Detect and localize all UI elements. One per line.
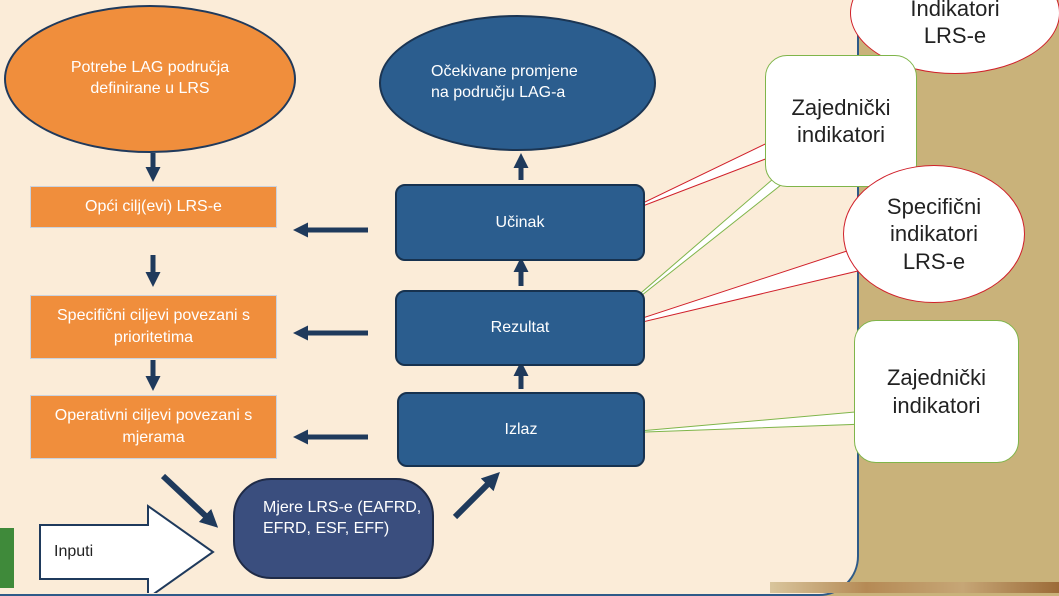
output-text: Izlaz: [504, 420, 538, 438]
measures-box: Mjere LRS-e (EAFRD, EFRD, ESF, EFF): [233, 478, 434, 579]
lrs-indicators-top-text: Indikatori LRS-e: [910, 0, 1000, 48]
expected-changes-text: Očekivane promjene na području LAG-a: [431, 63, 578, 101]
general-goals-text: Opći cilj(evi) LRS-e: [85, 197, 222, 215]
output-box: Izlaz: [397, 392, 645, 467]
specific-goals-box: Specifični ciljevi povezani s prioriteti…: [30, 295, 277, 359]
specific-indicators-text: Specifični indikatori LRS-e: [886, 193, 982, 274]
impact-text: Učinak: [495, 213, 545, 231]
inputs-label: Inputi: [54, 543, 94, 560]
common-indicators-callout-top: Zajednički indikatori: [765, 55, 917, 187]
green-edge-decoration: [0, 528, 14, 588]
expected-changes-ellipse: Očekivane promjene na području LAG-a: [379, 15, 656, 151]
arrow-measures-to-output: [452, 472, 500, 520]
arrow-operational-to-measures: [160, 473, 219, 528]
bottom-texture-strip: [770, 582, 1059, 593]
lag-needs-ellipse: Potrebe LAG područja definirane u LRS: [4, 5, 296, 153]
general-goals-box: Opći cilj(evi) LRS-e: [30, 186, 277, 228]
operational-goals-text: Operativni ciljevi povezani s mjerama: [54, 406, 253, 446]
common-indicators-callout-bottom: Zajednički indikatori: [854, 320, 1019, 463]
impact-box: Učinak: [395, 184, 645, 261]
operational-goals-box: Operativni ciljevi povezani s mjerama: [30, 395, 277, 459]
pointer-common-bottom-to-output: [616, 411, 867, 434]
specific-indicators-callout: Specifični indikatori LRS-e: [843, 165, 1025, 303]
specific-goals-text: Specifični ciljevi povezani s prioriteti…: [57, 306, 250, 346]
result-box: Rezultat: [395, 290, 645, 366]
measures-text: Mjere LRS-e (EAFRD, EFRD, ESF, EFF): [263, 499, 422, 537]
result-text: Rezultat: [490, 319, 550, 336]
common-indicators-bottom-text: Zajednički indikatori: [886, 365, 987, 418]
common-indicators-top-text: Zajednički indikatori: [791, 94, 891, 148]
inputs-arrow-shape: [39, 504, 215, 593]
lag-needs-text: Potrebe LAG područja definirane u LRS: [70, 59, 230, 97]
